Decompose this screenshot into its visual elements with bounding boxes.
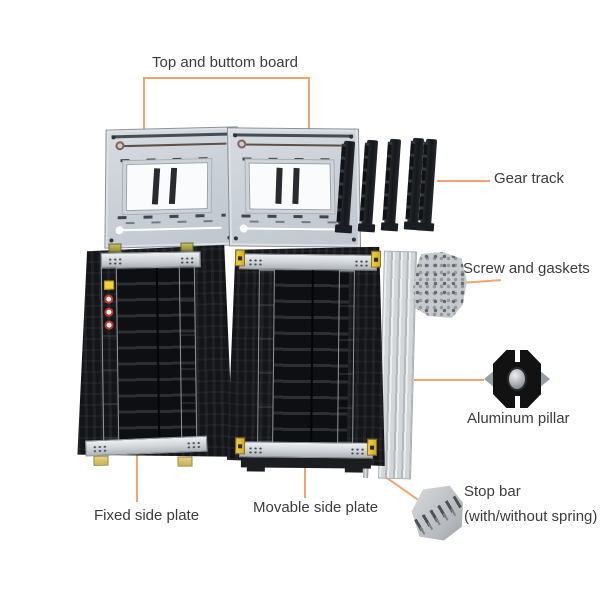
plate-rail — [178, 265, 198, 442]
board-center-cutout — [248, 162, 332, 211]
label-screw-gaskets: Screw and gaskets — [463, 260, 590, 277]
plate-bottom-bar — [238, 441, 374, 459]
plate-foot — [177, 456, 193, 467]
board-top-band — [111, 132, 232, 139]
board-white-line — [119, 226, 222, 232]
top-board-bracket-right-leg — [308, 77, 310, 136]
label-aluminum-pillar: Aluminum pillar — [467, 410, 570, 427]
prohibition-sign — [104, 307, 114, 317]
plate-top-bar — [238, 253, 378, 271]
label-gear-track: Gear track — [494, 170, 565, 187]
plate-foot — [93, 455, 109, 466]
stop-bar-block-image — [409, 484, 466, 543]
board-top-band — [233, 133, 354, 138]
board-slot-row — [249, 220, 344, 224]
fixed-plate-pointer-line — [136, 450, 138, 502]
gear-track-image — [383, 138, 402, 230]
plate-rail — [257, 269, 275, 444]
prohibition-sign — [104, 294, 114, 304]
aluminum-pillar-pointer-line — [414, 379, 484, 381]
pillar-wing — [484, 370, 495, 388]
label-fixed-side-plate: Fixed side plate — [94, 507, 200, 524]
screw-gasket-bag-image — [413, 252, 467, 318]
board-rod — [122, 142, 227, 148]
plate-clamp — [234, 437, 246, 455]
movable-plate-pointer-line — [304, 452, 306, 498]
plate-clip — [180, 242, 194, 252]
board-center-cutout — [125, 162, 209, 212]
top-board-bracket-left-leg — [143, 77, 145, 129]
gear-track-pointer-line — [437, 180, 490, 182]
plate-clip — [108, 243, 122, 253]
gear-track-image — [419, 138, 438, 230]
board-slot-row — [241, 214, 350, 219]
gear-track-image — [360, 139, 379, 231]
warning-sticker — [103, 280, 115, 290]
movable-side-plate-image — [227, 245, 387, 473]
plate-clamp — [234, 249, 246, 267]
pillar-wing — [539, 370, 550, 388]
board-rod-head — [237, 139, 247, 149]
pillar-notch — [514, 396, 520, 408]
label-stop-bar-spring: (with/without spring) — [464, 508, 598, 525]
plate-base-foot — [344, 466, 363, 473]
label-stop-bar: Stop bar — [464, 483, 521, 500]
board-white-dot — [239, 224, 248, 233]
plate-rail — [100, 266, 120, 443]
label-top-board: Top and buttom board — [152, 54, 298, 71]
board-cutout-slot — [292, 167, 300, 205]
board-slot-row — [242, 157, 347, 162]
pillar-center-hole — [507, 367, 527, 391]
board-slot-row — [125, 219, 220, 225]
board-cutout-slot — [275, 167, 283, 205]
board-cutout-slot — [151, 168, 161, 205]
prohibition-sign — [104, 320, 114, 330]
label-movable-side-plate: Movable side plate — [253, 499, 379, 516]
plate-clamp — [370, 250, 382, 268]
board-cutout-slot — [168, 167, 178, 205]
fixed-side-plate-image — [75, 242, 234, 467]
aluminum-pillar-cross-section-image — [484, 350, 550, 408]
plate-rail — [337, 270, 355, 445]
top-board-left-image — [104, 126, 238, 249]
board-rod-head — [115, 141, 125, 151]
board-white-line — [243, 227, 346, 231]
board-slot-row — [120, 156, 225, 163]
plate-base-foot — [246, 465, 265, 472]
board-white-dot — [115, 226, 124, 235]
board-slot-row — [117, 213, 226, 220]
pillar-notch — [514, 350, 520, 362]
board-rod — [244, 143, 349, 147]
plate-clamp — [366, 438, 378, 456]
top-board-bracket-line — [143, 77, 310, 79]
